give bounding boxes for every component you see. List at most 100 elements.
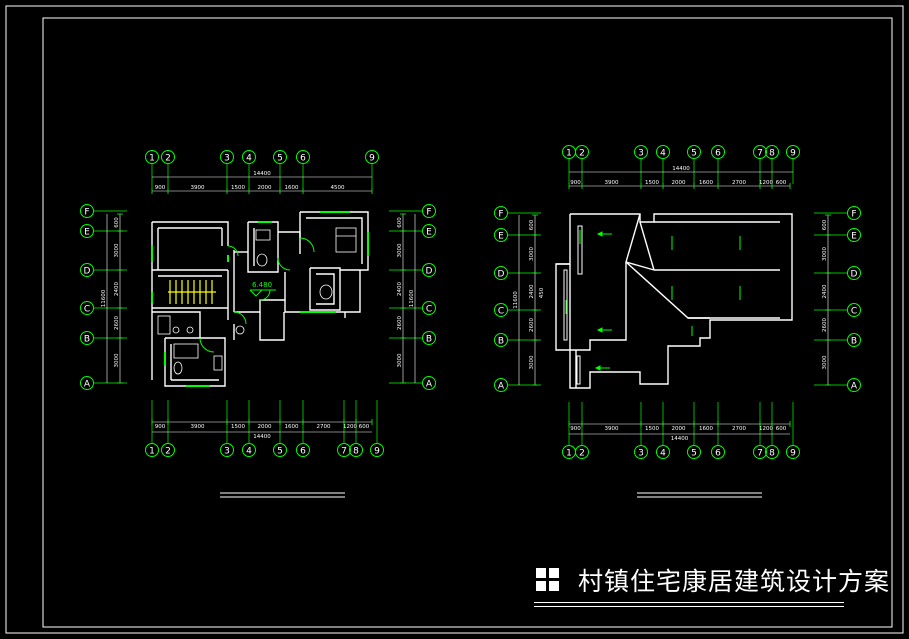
roof-plan-right-dim-label: 3000	[822, 247, 828, 261]
roof-plan-left-axis-B-circle	[494, 333, 508, 347]
floor-plan-left-axis-B: B	[84, 335, 90, 345]
floor-plan-top-dim-label: 900	[155, 185, 166, 191]
roof-plan-right-dim-label: 600	[822, 219, 828, 230]
roof-plan-bottom-axis-5: 5	[691, 449, 697, 459]
floor-plan-left-axis-F-circle	[80, 204, 94, 218]
roof-plan-bottom-axis-7: 7	[757, 449, 763, 459]
roof-plan-bottom-axis-4: 4	[660, 449, 666, 459]
floor-plan-top-dim-label: 1500	[231, 185, 245, 191]
floor-plan-bottom-axis-1-circle	[145, 443, 159, 457]
floor-plan-bottom-axis-9-circle	[370, 443, 384, 457]
inner-frame	[42, 17, 893, 628]
floor-plan-right-axis-F-circle	[422, 204, 436, 218]
axis-grid-lines	[94, 159, 847, 445]
roof-plan-left-dim-label: 3000	[529, 355, 535, 369]
floor-plan-bottom-dim-label: 2700	[317, 424, 331, 430]
drawing-title: 村镇住宅康居建筑设计方案	[578, 567, 891, 596]
roof-plan-left-axis-F: F	[498, 210, 503, 220]
floor-plan-bottom-axis-9: 9	[374, 447, 380, 457]
floor-plan-right-axis-D: D	[426, 267, 433, 277]
roof-plan-right-axis-E: E	[851, 232, 857, 242]
floor-plan-right-dim-label: 3000	[397, 243, 403, 257]
floor-plan-top-axis-6: 6	[300, 154, 306, 164]
roof-plan-top-axis-4-circle	[656, 145, 670, 159]
title-underline-1	[534, 602, 844, 603]
roof-plan-bottom-dim-label: 900	[570, 426, 581, 432]
floor-plan-left-axis-A: A	[84, 380, 91, 390]
roof-plan-top-axis-9-circle	[786, 145, 800, 159]
floor-plan-top-dim-label: 3900	[191, 185, 205, 191]
roof-plan-bottom-dim-label: 3900	[605, 426, 619, 432]
roof-slope-arrows	[565, 230, 741, 371]
roof-plan-bottom-axis-7-circle	[753, 445, 767, 459]
roof-plan-bottom-dim-label: 600	[776, 426, 787, 432]
roof-plan-top-axis-5: 5	[691, 149, 697, 159]
floor-plan-right-dim-label: 2600	[397, 316, 403, 330]
roof-plan-bottom-axis-2: 2	[579, 449, 585, 459]
roof-plan-top-axis-7-circle	[753, 145, 767, 159]
floor-plan-bottom-total-label: 14400	[253, 434, 271, 440]
roof-plan-left-axis-A-circle	[494, 378, 508, 392]
roof-plan-bottom-dim-label: 2700	[732, 426, 746, 432]
floor-plan-bottom-axis-3: 3	[224, 447, 230, 457]
roof-plan-bottom-axis-9: 9	[790, 449, 796, 459]
floor-plan-bottom-axis-8-circle	[349, 443, 363, 457]
floor-plan-right-axis-E: E	[426, 228, 432, 238]
roof-plan-top-dim-label: 2700	[732, 180, 746, 186]
floor-plan-left-axis-B-circle	[80, 331, 94, 345]
floor-plan-top-axis-9-circle	[365, 150, 379, 164]
roof-plan-bottom-axis-1: 1	[566, 449, 572, 459]
floor-plan-top-axis-6-circle	[296, 150, 310, 164]
floor-plan-right-total-label: 11600	[409, 289, 415, 307]
roof-plan-bottom-axis-8-circle	[765, 445, 779, 459]
roof-plan-top-axis-3-circle	[634, 145, 648, 159]
grid-icon	[536, 568, 560, 592]
roof-plan-left-axis-B: B	[498, 337, 504, 347]
roof-plan-right-axis-D-circle	[847, 266, 861, 280]
roof-plan-top-dim-label: 1500	[645, 180, 659, 186]
floor-plan-bottom-axis-2-circle	[161, 443, 175, 457]
roof-plan-bottom-axis-9-circle	[786, 445, 800, 459]
floor-plan-left-axis-F: F	[84, 208, 89, 218]
floor-plan-left-axis-E: E	[84, 228, 90, 238]
roof-plan-left-axis-C: C	[498, 307, 504, 317]
roof-plan-right-axis-E-circle	[847, 228, 861, 242]
roof-plan-bottom-dim-label: 1200	[759, 426, 773, 432]
roof-plan-bottom-axis-3: 3	[638, 449, 644, 459]
floor-plan-bottom-axis-5-circle	[273, 443, 287, 457]
roof-plan-bottom-axis-2-circle	[575, 445, 589, 459]
floor-plan-top-dim-label: 2000	[258, 185, 272, 191]
floor-plan-right-axis-A: A	[426, 380, 433, 390]
floor-plan-right-axis-D-circle	[422, 263, 436, 277]
roof-plan-right-axis-B-circle	[847, 333, 861, 347]
roof-plan-bottom-dim-label: 2000	[672, 426, 686, 432]
roof-plan-right-dim-label: 3000	[822, 355, 828, 369]
floor-plan-left-axis-D-circle	[80, 263, 94, 277]
roof-plan-left-extra-label: 450	[539, 287, 545, 298]
roof-plan-bottom-axis-6-circle	[711, 445, 725, 459]
roof-plan-left-axis-C-circle	[494, 303, 508, 317]
roof-plan-left-axis-D: D	[498, 270, 505, 280]
outer-frame	[5, 5, 904, 634]
floor-plan-top-axis-1: 1	[149, 154, 155, 164]
floor-plan-bottom-dim-label: 600	[359, 424, 370, 430]
roof-plan-bottom-total-label: 14400	[671, 436, 689, 442]
floor-plan-bottom-axis-5: 5	[277, 447, 283, 457]
floor-plan-bottom-axis-3-circle	[220, 443, 234, 457]
floor-plan-right-dim-label: 2400	[397, 282, 403, 296]
floor-plan-left-axis-E-circle	[80, 224, 94, 238]
floor-plan-left-total-label: 11600	[101, 289, 107, 307]
floor-plan-top-dim-label: 1600	[285, 185, 299, 191]
floor-plan-top-axis-3: 3	[224, 154, 230, 164]
roof-plan-outline	[555, 213, 793, 389]
floor-plan-bottom-axis-8: 8	[353, 447, 359, 457]
roof-plan-bottom-axis-5-circle	[687, 445, 701, 459]
roof-plan-left-axis-D-circle	[494, 266, 508, 280]
floor-plan-fixtures	[157, 227, 357, 375]
floor-plan-top-dim-label: 4500	[331, 185, 345, 191]
roof-plan-left-dim-label: 3000	[529, 247, 535, 261]
roof-plan-top-axis-9: 9	[790, 149, 796, 159]
title-block: 村镇住宅康居建筑设计方案	[532, 560, 889, 612]
roof-plan-top-axis-7: 7	[757, 149, 763, 159]
